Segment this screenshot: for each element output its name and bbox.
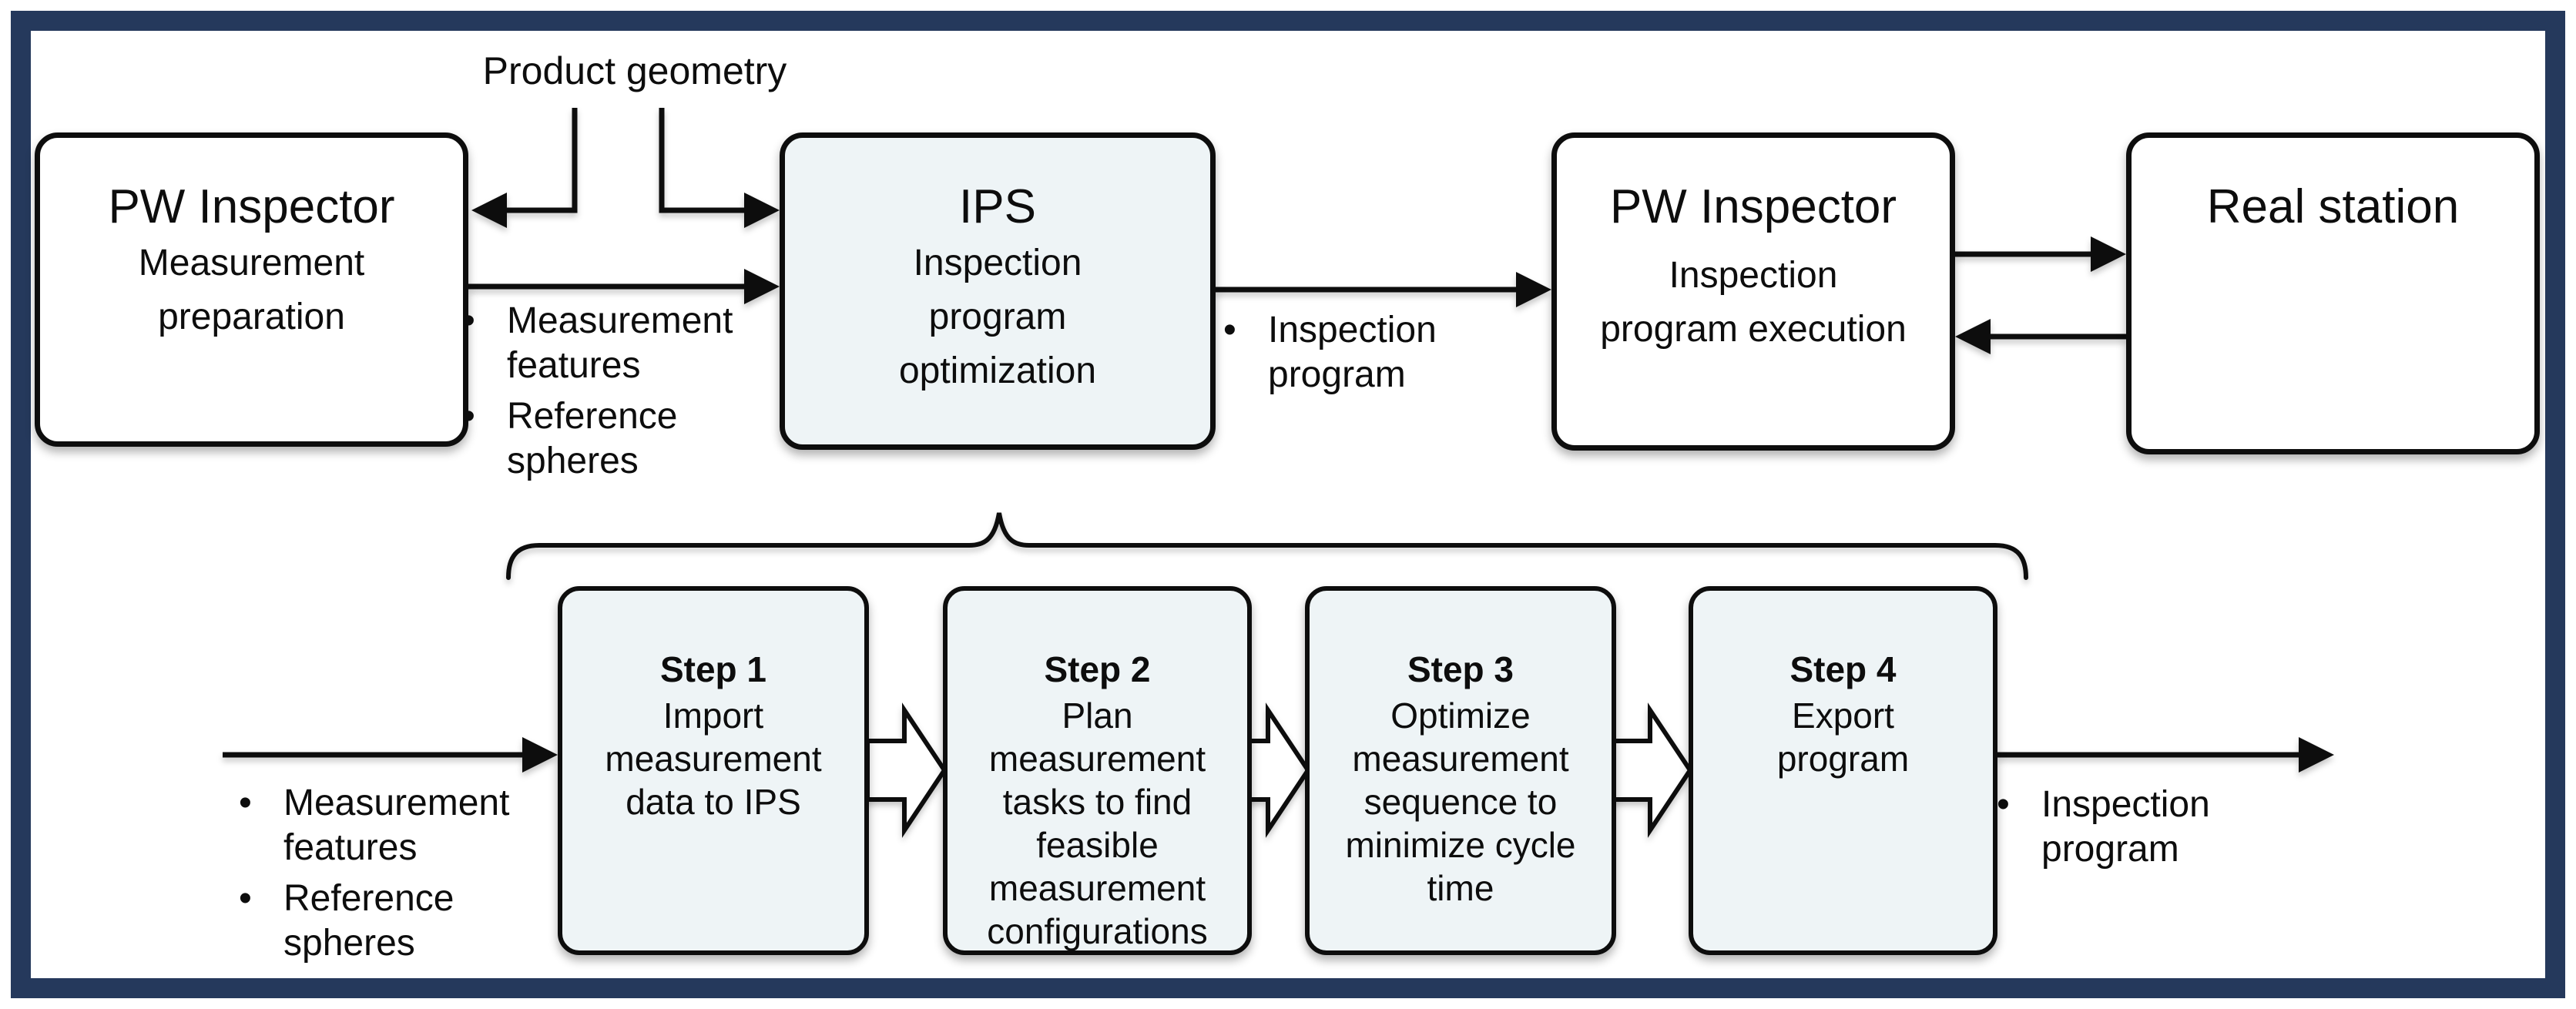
bullet-icon: • [239, 783, 252, 823]
list-item: • Inspection program [1223, 308, 1499, 397]
bullet-label: Reference spheres [507, 396, 678, 481]
bullet-label: Inspection program [1268, 310, 1437, 395]
bullet-list-inspection-program-top: • Inspection program [1223, 308, 1499, 404]
box-real-station: Real station [2126, 132, 2540, 454]
bullet-icon: • [1997, 784, 2010, 825]
bullet-list-inspection-program-bottom: • Inspection program [1997, 783, 2272, 878]
bullet-icon: • [1223, 310, 1236, 350]
box-step-1-import: Step 1 Import measurement data to IPS [558, 586, 869, 955]
box-title: PW Inspector [1609, 180, 1897, 233]
step-title: Step 1 [659, 649, 767, 689]
box-pw-inspector-preparation: PW Inspector Measurement preparation [35, 132, 468, 447]
box-subtitle: Inspection program optimization [898, 243, 1097, 391]
box-title: PW Inspector [108, 180, 395, 233]
list-item: • Measurement features [462, 299, 738, 388]
step-title: Step 4 [1789, 649, 1897, 689]
bullet-icon: • [239, 878, 252, 919]
box-subtitle: Measurement preparation [138, 243, 365, 337]
list-item: • Reference spheres [239, 877, 515, 966]
bullet-label: Inspection program [2041, 784, 2210, 870]
bullet-list-measurement-features-top: • Measurement features • Reference spher… [462, 299, 738, 490]
bullet-label: Reference spheres [283, 878, 454, 964]
step-body: Optimize measurement sequence to minimiz… [1345, 696, 1576, 908]
product-geometry-label: Product geometry [482, 49, 787, 92]
box-subtitle: Inspection program execution [1600, 255, 1907, 350]
box-pw-inspector-execution: PW Inspector Inspection program executio… [1551, 132, 1955, 451]
step-body: Export program [1776, 696, 1910, 779]
step-title: Step 2 [1044, 649, 1151, 689]
box-title: IPS [959, 180, 1036, 233]
box-ips-optimization: IPS Inspection program optimization [780, 132, 1216, 450]
list-item: • Inspection program [1997, 783, 2272, 872]
step-title: Step 3 [1407, 649, 1514, 689]
bullet-list-measurement-features-bottom: • Measurement features • Reference spher… [239, 781, 515, 972]
list-item: • Measurement features [239, 781, 515, 870]
step-body: Plan measurement tasks to find feasible … [987, 696, 1208, 951]
bullet-icon: • [462, 396, 475, 437]
list-item: • Reference spheres [462, 394, 738, 484]
box-title: Real station [2206, 180, 2460, 233]
box-step-4-export: Step 4 Export program [1689, 586, 1997, 955]
box-step-3-optimize: Step 3 Optimize measurement sequence to … [1305, 586, 1616, 955]
step-body: Import measurement data to IPS [605, 696, 822, 822]
box-step-2-plan: Step 2 Plan measurement tasks to find fe… [943, 586, 1252, 955]
bullet-icon: • [462, 300, 475, 341]
bullet-label: Measurement features [507, 300, 733, 386]
bullet-label: Measurement features [283, 783, 510, 868]
slide-frame-border [11, 11, 2565, 998]
